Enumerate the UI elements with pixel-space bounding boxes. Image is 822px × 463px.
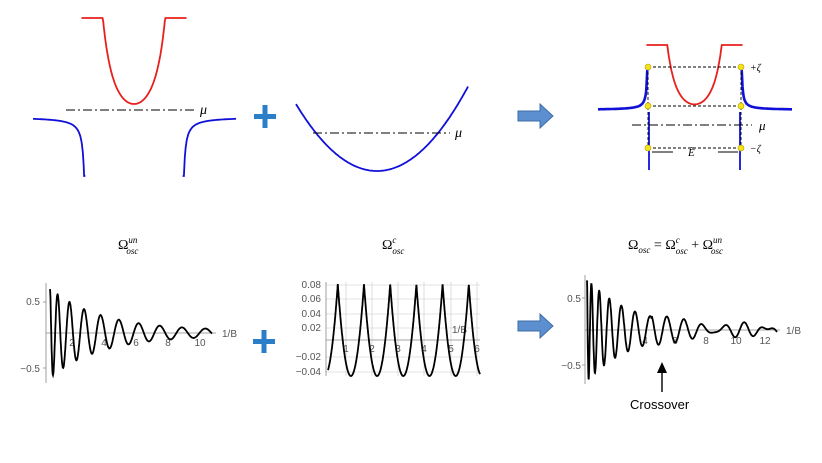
plus-icon (254, 105, 276, 128)
circle-marker-icon (737, 144, 745, 152)
x-axis-label: 1/B (786, 326, 801, 337)
x-tick-label: 4 (101, 338, 107, 349)
circle-marker-icon (737, 63, 745, 71)
lower-band-right-curve (740, 69, 792, 111)
x-axis-label: 1/B (222, 329, 237, 340)
plus-zeta-label: +ζ (750, 63, 762, 74)
x-tick-label: 1 (343, 344, 349, 355)
crossover-label: Crossover (630, 397, 690, 412)
y-tick-marks (43, 301, 46, 369)
y-tick-label: −0.04 (296, 367, 322, 378)
plus-icon (253, 330, 275, 353)
x-tick-label: 4 (421, 344, 427, 355)
x-tick-label: 8 (165, 338, 171, 349)
oscillation-curve (586, 280, 778, 380)
right-arrow-icon (517, 312, 554, 340)
y-tick-label: 0.02 (302, 323, 322, 334)
x-tick-label: 2 (69, 338, 75, 349)
oscillation-curve (49, 289, 213, 379)
oscillation-curve (327, 284, 481, 377)
y-tick-label: 0.08 (302, 280, 322, 291)
x-tick-label: 6 (133, 338, 139, 349)
y-tick-label: 0.5 (26, 297, 40, 308)
x-axis-label: 1/B (452, 325, 467, 336)
upper-band-curve (81, 17, 187, 105)
x-tick-label: 10 (730, 336, 742, 347)
lower-band-left-curve (598, 69, 649, 111)
circle-marker-icon (737, 102, 745, 110)
y-tick-label: 0.04 (302, 309, 322, 320)
x-tick-label: 8 (703, 336, 709, 347)
y-tick-label: −0.5 (561, 361, 581, 372)
y-tick-label: 0.5 (567, 294, 581, 305)
x-tick-label: 6 (474, 344, 480, 355)
upper-band-curve (646, 44, 743, 106)
right-arrow-icon (517, 102, 554, 130)
minus-zeta-label: −ζ (750, 144, 762, 155)
x-tick-label: 5 (448, 344, 454, 355)
parabolic-band-curve (295, 86, 469, 172)
x-tick-label: 4 (642, 336, 648, 347)
x-tick-label: 10 (194, 338, 206, 349)
circle-marker-icon (644, 102, 652, 110)
up-arrow-icon (657, 362, 667, 392)
lower-band-right-curve (182, 117, 236, 177)
parabola-panel: μ (295, 86, 469, 172)
y-tick-label: −0.5 (20, 364, 40, 375)
mu-label: μ (199, 103, 207, 118)
circle-marker-icon (644, 63, 652, 71)
y-tick-label: −0.02 (296, 352, 322, 363)
lower-band-left-curve (33, 118, 86, 177)
mu-label: μ (758, 118, 766, 133)
mu-label: μ (454, 126, 462, 141)
x-tick-label: 2 (369, 344, 375, 355)
e-tilde-label: Ẽ (687, 147, 695, 159)
y-tick-label: 0.06 (302, 294, 322, 305)
band-panel: μ (33, 17, 236, 177)
marker-group (644, 63, 745, 152)
circle-marker-icon (644, 144, 652, 152)
x-tick-label: 12 (759, 336, 771, 347)
y-tick-marks (582, 297, 585, 366)
combined-band-panel: μ +ζ −ζ Ẽ (598, 44, 792, 170)
x-tick-label: 3 (395, 344, 401, 355)
